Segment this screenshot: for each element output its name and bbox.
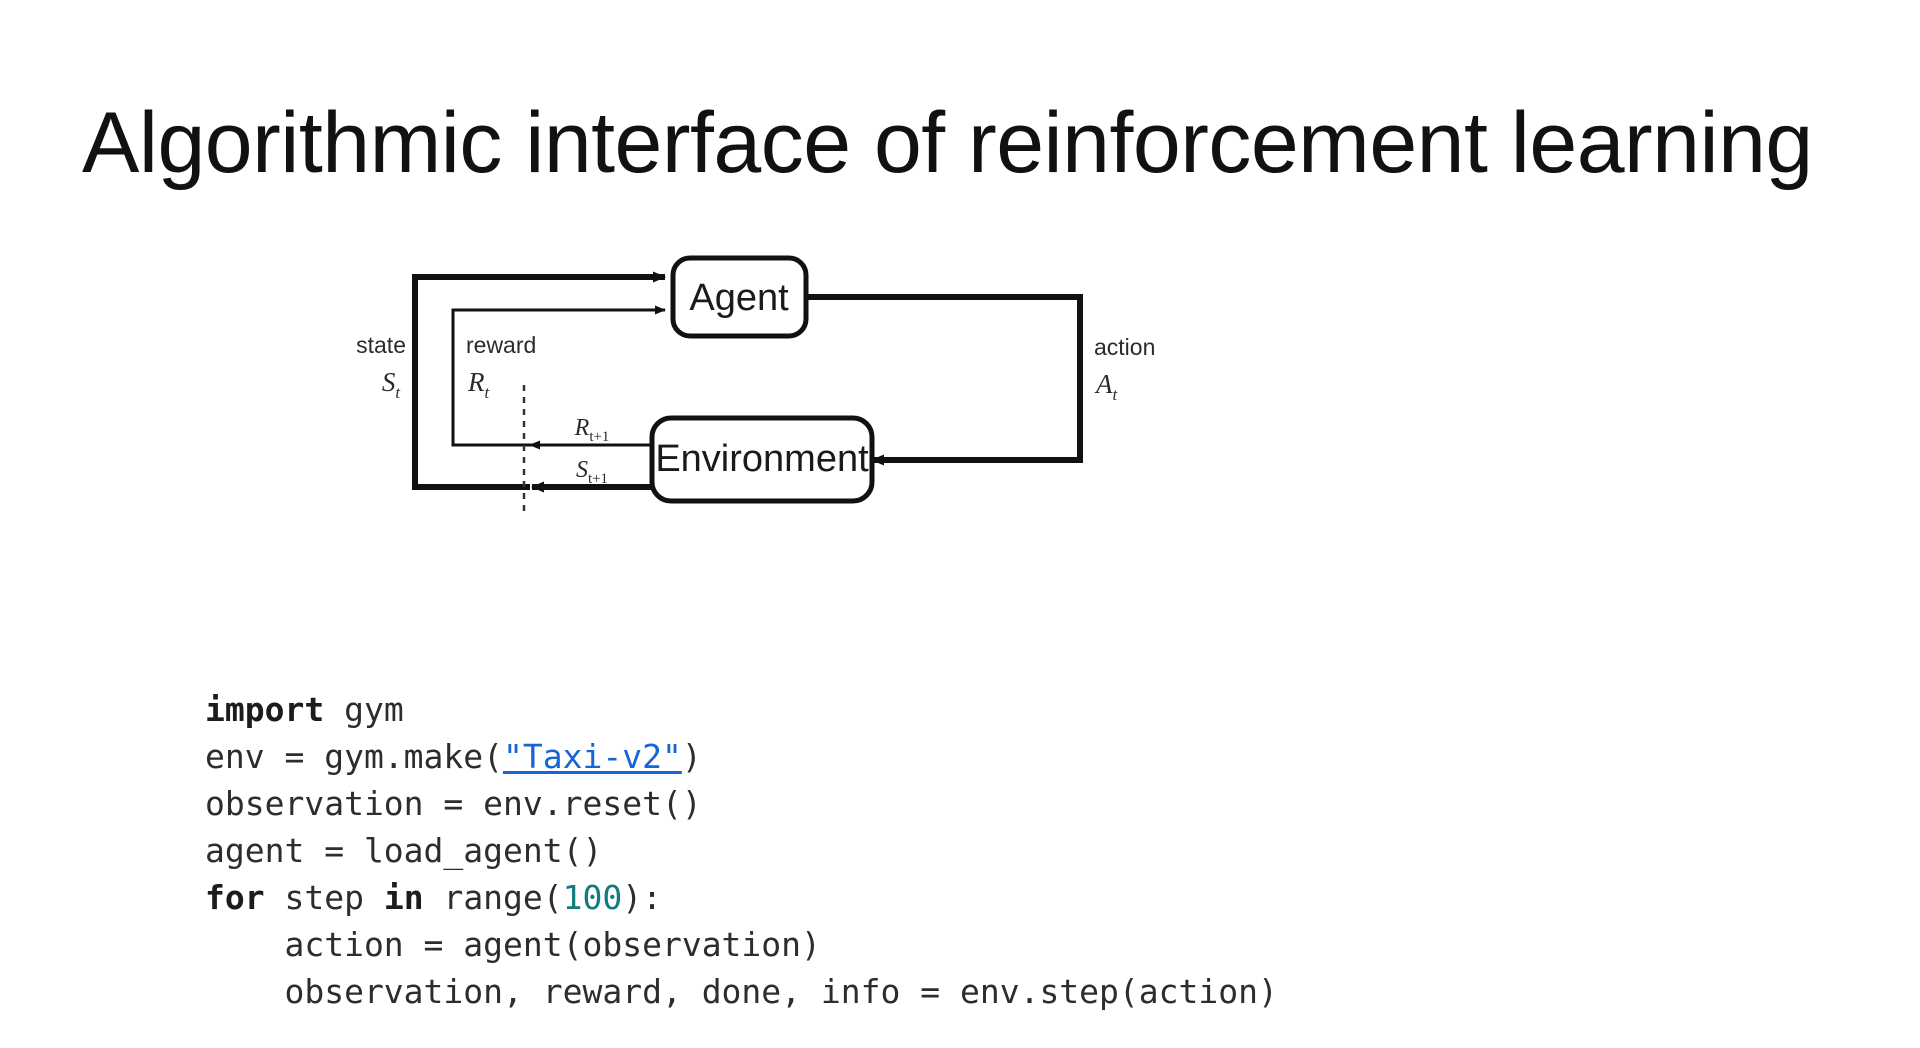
node-agent[interactable]: Agent — [670, 255, 809, 339]
code-text: range( — [423, 878, 563, 917]
edge-label-action-word: action — [1094, 334, 1155, 360]
code-text: observation = env.reset() — [205, 784, 702, 823]
code-line: for step in range(100): — [205, 874, 1278, 921]
code-link-env-id[interactable]: "Taxi-v2" — [503, 737, 682, 776]
edge-label-state-word: state — [356, 332, 406, 358]
code-line: env = gym.make("Taxi-v2") — [205, 733, 1278, 780]
code-text: ): — [622, 878, 663, 917]
edge-label-reward: reward Rt — [466, 332, 536, 402]
code-text: ) — [681, 737, 702, 776]
edge-state-path — [412, 271, 666, 490]
code-text: step — [264, 878, 384, 917]
edge-reward-path — [451, 305, 666, 447]
edge-label-next-state: St+1 — [576, 457, 608, 487]
node-environment[interactable]: Environment — [649, 415, 875, 504]
code-line: observation, reward, done, info = env.st… — [205, 968, 1278, 1015]
node-environment-label: Environment — [655, 438, 869, 480]
edge-label-next-reward-symbol: Rt+1 — [574, 415, 610, 445]
code-text: env = gym.make( — [205, 737, 504, 776]
code-line: observation = env.reset() — [205, 780, 1278, 827]
code-keyword: in — [383, 878, 424, 917]
code-text: gym — [324, 690, 404, 729]
edge-label-action-symbol: At — [1094, 369, 1118, 404]
code-line: agent = load_agent() — [205, 827, 1278, 874]
page-title: Algorithmic interface of reinforcement l… — [82, 94, 1813, 191]
edge-label-next-state-symbol: St+1 — [576, 457, 608, 487]
edge-label-reward-symbol: Rt — [467, 367, 490, 402]
edge-label-action: action At — [1094, 334, 1155, 404]
node-agent-label: Agent — [689, 277, 789, 319]
edge-label-reward-word: reward — [466, 332, 536, 358]
code-keyword: for — [205, 878, 265, 917]
code-text: agent = load_agent() — [205, 831, 603, 870]
code-line: import gym — [205, 686, 1278, 733]
edge-label-state: state St — [356, 332, 406, 402]
agent-environment-diagram: Agent Environment state St reward Rt act… — [356, 255, 1200, 545]
code-text: action = agent(observation) — [205, 925, 821, 964]
edge-label-next-reward: Rt+1 — [574, 415, 610, 445]
edge-action-path — [800, 294, 1083, 466]
code-line: action = agent(observation) — [205, 921, 1278, 968]
code-number: 100 — [562, 878, 623, 917]
code-keyword: import — [205, 690, 325, 729]
code-text: observation, reward, done, info = env.st… — [205, 972, 1278, 1011]
edge-label-state-symbol: St — [382, 367, 401, 402]
